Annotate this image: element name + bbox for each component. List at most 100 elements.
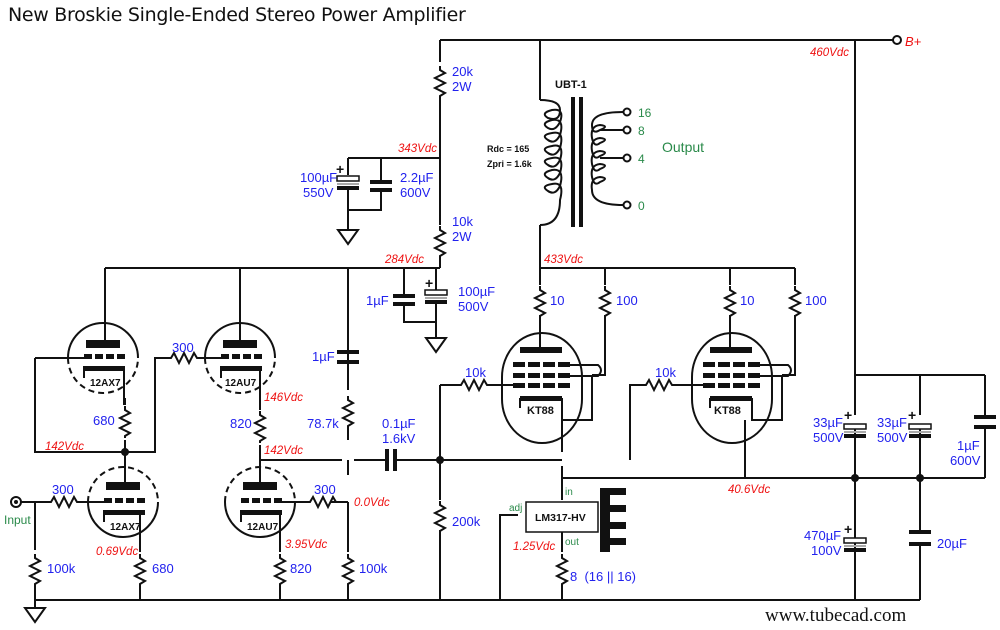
- resistor-10k-2w: [434, 225, 446, 259]
- tube-label-v2: 12AX7: [110, 522, 141, 533]
- label-20k: 20k: [452, 64, 473, 79]
- label-0-1uf: 0.1µF: [382, 416, 416, 431]
- voltage-40-6: 40.6Vdc: [728, 484, 770, 496]
- voltage-0-69: 0.69Vdc: [96, 546, 138, 558]
- resistor-10-a: [534, 285, 546, 319]
- voltage-343: 343Vdc: [398, 143, 437, 155]
- electrolytic-capacitors: + + + + +: [336, 161, 932, 560]
- label-20k-rating: 2W: [452, 79, 472, 94]
- resistor-10k-grid-b: [639, 379, 677, 391]
- wiring: [18, 39, 986, 601]
- bplus-label: B+: [905, 34, 922, 49]
- svg-text:+: +: [844, 521, 852, 537]
- tube-label-v6: KT88: [714, 405, 741, 417]
- resistor-300-in: [44, 496, 82, 508]
- voltage-0-0: 0.0Vdc: [354, 497, 390, 509]
- regulator-adj-label: adj: [509, 503, 522, 514]
- label-680-top: 680: [93, 413, 115, 428]
- label-300-out: 300: [314, 482, 336, 497]
- page-title: New Broskie Single-Ended Stereo Power Am…: [8, 4, 466, 26]
- resistor-10k-grid-a: [454, 379, 492, 391]
- label-33uf-b-rating: 500V: [877, 430, 908, 445]
- label-300-in: 300: [52, 482, 74, 497]
- regulator-name: LM317-HV: [535, 512, 586, 524]
- voltage-1-25: 1.25Vdc: [513, 541, 555, 553]
- triode-v3: [201, 322, 276, 410]
- resistor-200k: [434, 500, 446, 534]
- pentode-v5: [491, 332, 592, 444]
- label-33uf-b: 33µF: [877, 415, 907, 430]
- voltage-3-95: 3.95Vdc: [285, 539, 327, 551]
- resistor-820-top: [254, 410, 266, 444]
- label-100uf-550-rating: 550V: [303, 185, 334, 200]
- pentode-v6: [539, 315, 782, 444]
- website-credit: www.tubecad.com: [765, 605, 907, 626]
- tap-0-label: 0: [638, 199, 645, 213]
- resistor-100-a: [599, 285, 611, 319]
- junction-dots: [121, 448, 924, 482]
- label-1uf-b: 1µF: [312, 349, 335, 364]
- resistor-100-b: [789, 285, 801, 319]
- tap-4-terminal[interactable]: [622, 153, 632, 163]
- transformer-zpri: Zpri = 1.6k: [487, 159, 533, 169]
- tube-label-v4: 12AU7: [247, 522, 279, 533]
- tube-label-v5: KT88: [527, 405, 554, 417]
- tap-0-terminal[interactable]: [622, 200, 632, 210]
- input-label: Input: [4, 513, 31, 527]
- label-100uf-500: 100µF: [458, 284, 495, 299]
- voltage-142-a: 142Vdc: [45, 441, 84, 453]
- tap-8-label: 8: [638, 124, 645, 138]
- transformer-name: UBT-1: [555, 79, 587, 91]
- label-10-a: 10: [550, 293, 564, 308]
- ground-symbol: [24, 599, 46, 623]
- label-10k-rating: 2W: [452, 229, 472, 244]
- voltage-460: 460Vdc: [810, 47, 849, 59]
- label-1uf-a: 1µF: [366, 293, 389, 308]
- label-300-mid: 300: [172, 340, 194, 355]
- tap-8-terminal[interactable]: [622, 125, 632, 135]
- triode-v1: [35, 322, 139, 405]
- tube-label-v3: 12AU7: [225, 378, 257, 389]
- transformer-rdc: Rdc = 165: [487, 144, 529, 154]
- label-100-b: 100: [805, 293, 827, 308]
- label-10-b: 10: [740, 293, 754, 308]
- tap-16-terminal[interactable]: [622, 107, 632, 117]
- label-10k-grid-a: 10k: [465, 365, 486, 380]
- tube-label-v1: 12AX7: [90, 378, 121, 389]
- tap-16-label: 16: [638, 106, 652, 120]
- svg-text:+: +: [908, 407, 916, 423]
- label-470uf-rating: 100V: [811, 543, 842, 558]
- svg-text:+: +: [844, 407, 852, 423]
- label-10k: 10k: [452, 214, 473, 229]
- label-20uf: 20µF: [937, 536, 967, 551]
- label-100-a: 100: [616, 293, 638, 308]
- voltage-146: 146Vdc: [264, 392, 303, 404]
- input-jack[interactable]: [10, 496, 22, 508]
- resistor-20k: [434, 65, 446, 99]
- regulator-in-label: in: [565, 487, 573, 498]
- resistor-10-b: [724, 285, 736, 319]
- ground-symbol: [425, 329, 447, 353]
- voltage-433: 433Vdc: [544, 254, 583, 266]
- triode-v4: [224, 460, 304, 552]
- output-transformer: [539, 97, 632, 227]
- resistor-820-bot: [274, 553, 286, 587]
- label-100uf-500-rating: 500V: [458, 299, 489, 314]
- regulator-box: [525, 501, 599, 533]
- label-2-2uf: 2.2µF: [400, 170, 434, 185]
- label-820-top: 820: [230, 416, 252, 431]
- resistor-78k7: [342, 395, 354, 429]
- label-100uf-550: 100µF: [300, 170, 337, 185]
- bplus-terminal[interactable]: [892, 35, 902, 45]
- label-100k-out: 100k: [359, 561, 388, 576]
- resistor-680-bot: [134, 553, 146, 587]
- regulator-out-label: out: [565, 537, 579, 548]
- label-470uf: 470µF: [804, 528, 841, 543]
- resistor-100k-out: [342, 553, 354, 587]
- resistor-8: [556, 553, 568, 587]
- voltage-284: 284Vdc: [384, 254, 424, 266]
- tap-4-label: 4: [638, 152, 645, 166]
- resistor-680-top: [119, 405, 131, 439]
